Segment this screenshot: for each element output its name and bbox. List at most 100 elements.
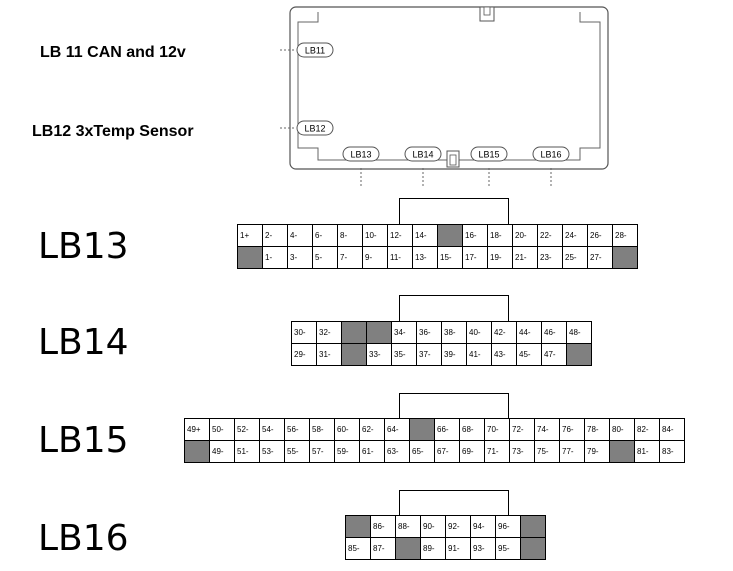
pin-cell: 1+ xyxy=(237,224,263,247)
lb14-top-row: 30-32-34-36-38-40-42-44-46-48- xyxy=(291,321,592,344)
pin-cell: 51- xyxy=(234,440,260,463)
pin-cell: 88- xyxy=(395,515,421,538)
pin-cell: 19- xyxy=(487,246,513,269)
pin-cell: 55- xyxy=(284,440,310,463)
lb15-title: LB15 xyxy=(38,420,129,461)
pin-cell: 8- xyxy=(337,224,363,247)
pin-cell: 49+ xyxy=(184,418,210,441)
blank-pin xyxy=(341,343,367,366)
pin-cell: 62- xyxy=(359,418,385,441)
pin-cell: 80- xyxy=(609,418,635,441)
pin-cell: 2- xyxy=(262,224,288,247)
pin-cell: 87- xyxy=(370,537,396,560)
pin-cell: 7- xyxy=(337,246,363,269)
lb14-bottom-row: 29-31-33-35-37-39-41-43-45-47- xyxy=(291,343,592,366)
pin-cell: 38- xyxy=(441,321,467,344)
pin-cell: 96- xyxy=(495,515,521,538)
pin-cell: 21- xyxy=(512,246,538,269)
pin-cell: 25- xyxy=(562,246,588,269)
lb16-latch xyxy=(399,490,509,516)
pin-cell: 63- xyxy=(384,440,410,463)
pin-cell: 70- xyxy=(484,418,510,441)
pin-cell: 79- xyxy=(584,440,610,463)
pin-cell: 20- xyxy=(512,224,538,247)
lb14-title: LB14 xyxy=(38,322,129,363)
pill-lb12-label: LB12 xyxy=(304,124,325,134)
pin-cell: 66- xyxy=(434,418,460,441)
blank-pin xyxy=(520,515,546,538)
pin-cell: 84- xyxy=(659,418,685,441)
blank-pin xyxy=(184,440,210,463)
pill-lb11: LB11 xyxy=(296,42,334,58)
pill-lb14-label: LB14 xyxy=(412,150,433,160)
pin-cell: 32- xyxy=(316,321,342,344)
pin-cell: 56- xyxy=(284,418,310,441)
pin-cell: 47- xyxy=(541,343,567,366)
pin-cell: 73- xyxy=(509,440,535,463)
pin-cell: 22- xyxy=(537,224,563,247)
pill-lb16: LB16 xyxy=(532,146,570,162)
pin-cell: 43- xyxy=(491,343,517,366)
pill-lb13-label: LB13 xyxy=(350,150,371,160)
blank-pin xyxy=(237,246,263,269)
housing-diagram: LB11 LB12 LB13 LB14 LB15 LB16 xyxy=(280,6,609,186)
lb15-top-row: 49+50-52-54-56-58-60-62-64-66-68-70-72-7… xyxy=(184,418,685,441)
pin-cell: 28- xyxy=(612,224,638,247)
pin-cell: 13- xyxy=(412,246,438,269)
pin-cell: 85- xyxy=(345,537,371,560)
blank-pin xyxy=(612,246,638,269)
blank-pin xyxy=(366,321,392,344)
pin-cell: 71- xyxy=(484,440,510,463)
pin-cell: 39- xyxy=(441,343,467,366)
lb16-connector: 86-88-90-92-94-96-85-87-89-91-93-95- xyxy=(345,515,546,560)
pin-cell: 24- xyxy=(562,224,588,247)
pin-cell: 67- xyxy=(434,440,460,463)
pin-cell: 29- xyxy=(291,343,317,366)
lb14-latch xyxy=(399,295,509,321)
lb16-bottom-row: 85-87-89-91-93-95- xyxy=(345,537,546,560)
pin-cell: 54- xyxy=(259,418,285,441)
pill-lb15: LB15 xyxy=(470,146,508,162)
pin-cell: 78- xyxy=(584,418,610,441)
lb13-connector: 1+2-4-6-8-10-12-14-16-18-20-22-24-26-28-… xyxy=(237,224,638,269)
pin-cell: 1- xyxy=(262,246,288,269)
pin-cell: 27- xyxy=(587,246,613,269)
pin-cell: 50- xyxy=(209,418,235,441)
pill-lb13: LB13 xyxy=(342,146,380,162)
pin-cell: 40- xyxy=(466,321,492,344)
pin-cell: 94- xyxy=(470,515,496,538)
lb13-title: LB13 xyxy=(38,226,129,267)
pin-cell: 12- xyxy=(387,224,413,247)
lb16-title: LB16 xyxy=(38,518,129,559)
pin-cell: 42- xyxy=(491,321,517,344)
pin-cell: 48- xyxy=(566,321,592,344)
pin-cell: 30- xyxy=(291,321,317,344)
pin-cell: 46- xyxy=(541,321,567,344)
pin-cell: 36- xyxy=(416,321,442,344)
pin-cell: 59- xyxy=(334,440,360,463)
lb16-top-row: 86-88-90-92-94-96- xyxy=(345,515,546,538)
pin-cell: 45- xyxy=(516,343,542,366)
blank-pin xyxy=(395,537,421,560)
pin-cell: 90- xyxy=(420,515,446,538)
pin-cell: 83- xyxy=(659,440,685,463)
pin-cell: 86- xyxy=(370,515,396,538)
lb13-top-row: 1+2-4-6-8-10-12-14-16-18-20-22-24-26-28- xyxy=(237,224,638,247)
blank-pin xyxy=(409,418,435,441)
pin-cell: 18- xyxy=(487,224,513,247)
lb13-latch xyxy=(399,198,509,224)
pin-cell: 91- xyxy=(445,537,471,560)
pin-cell: 60- xyxy=(334,418,360,441)
pin-cell: 77- xyxy=(559,440,585,463)
pin-cell: 61- xyxy=(359,440,385,463)
pin-cell: 68- xyxy=(459,418,485,441)
lb12-description: LB12 3xTemp Sensor xyxy=(32,123,194,140)
lb15-latch xyxy=(399,393,509,419)
blank-pin xyxy=(437,224,463,247)
lb14-connector: 30-32-34-36-38-40-42-44-46-48-29-31-33-3… xyxy=(291,321,592,366)
pin-cell: 52- xyxy=(234,418,260,441)
pin-cell: 16- xyxy=(462,224,488,247)
lb13-bottom-row: 1-3-5-7-9-11-13-15-17-19-21-23-25-27- xyxy=(237,246,638,269)
pin-cell: 3- xyxy=(287,246,313,269)
blank-pin xyxy=(520,537,546,560)
